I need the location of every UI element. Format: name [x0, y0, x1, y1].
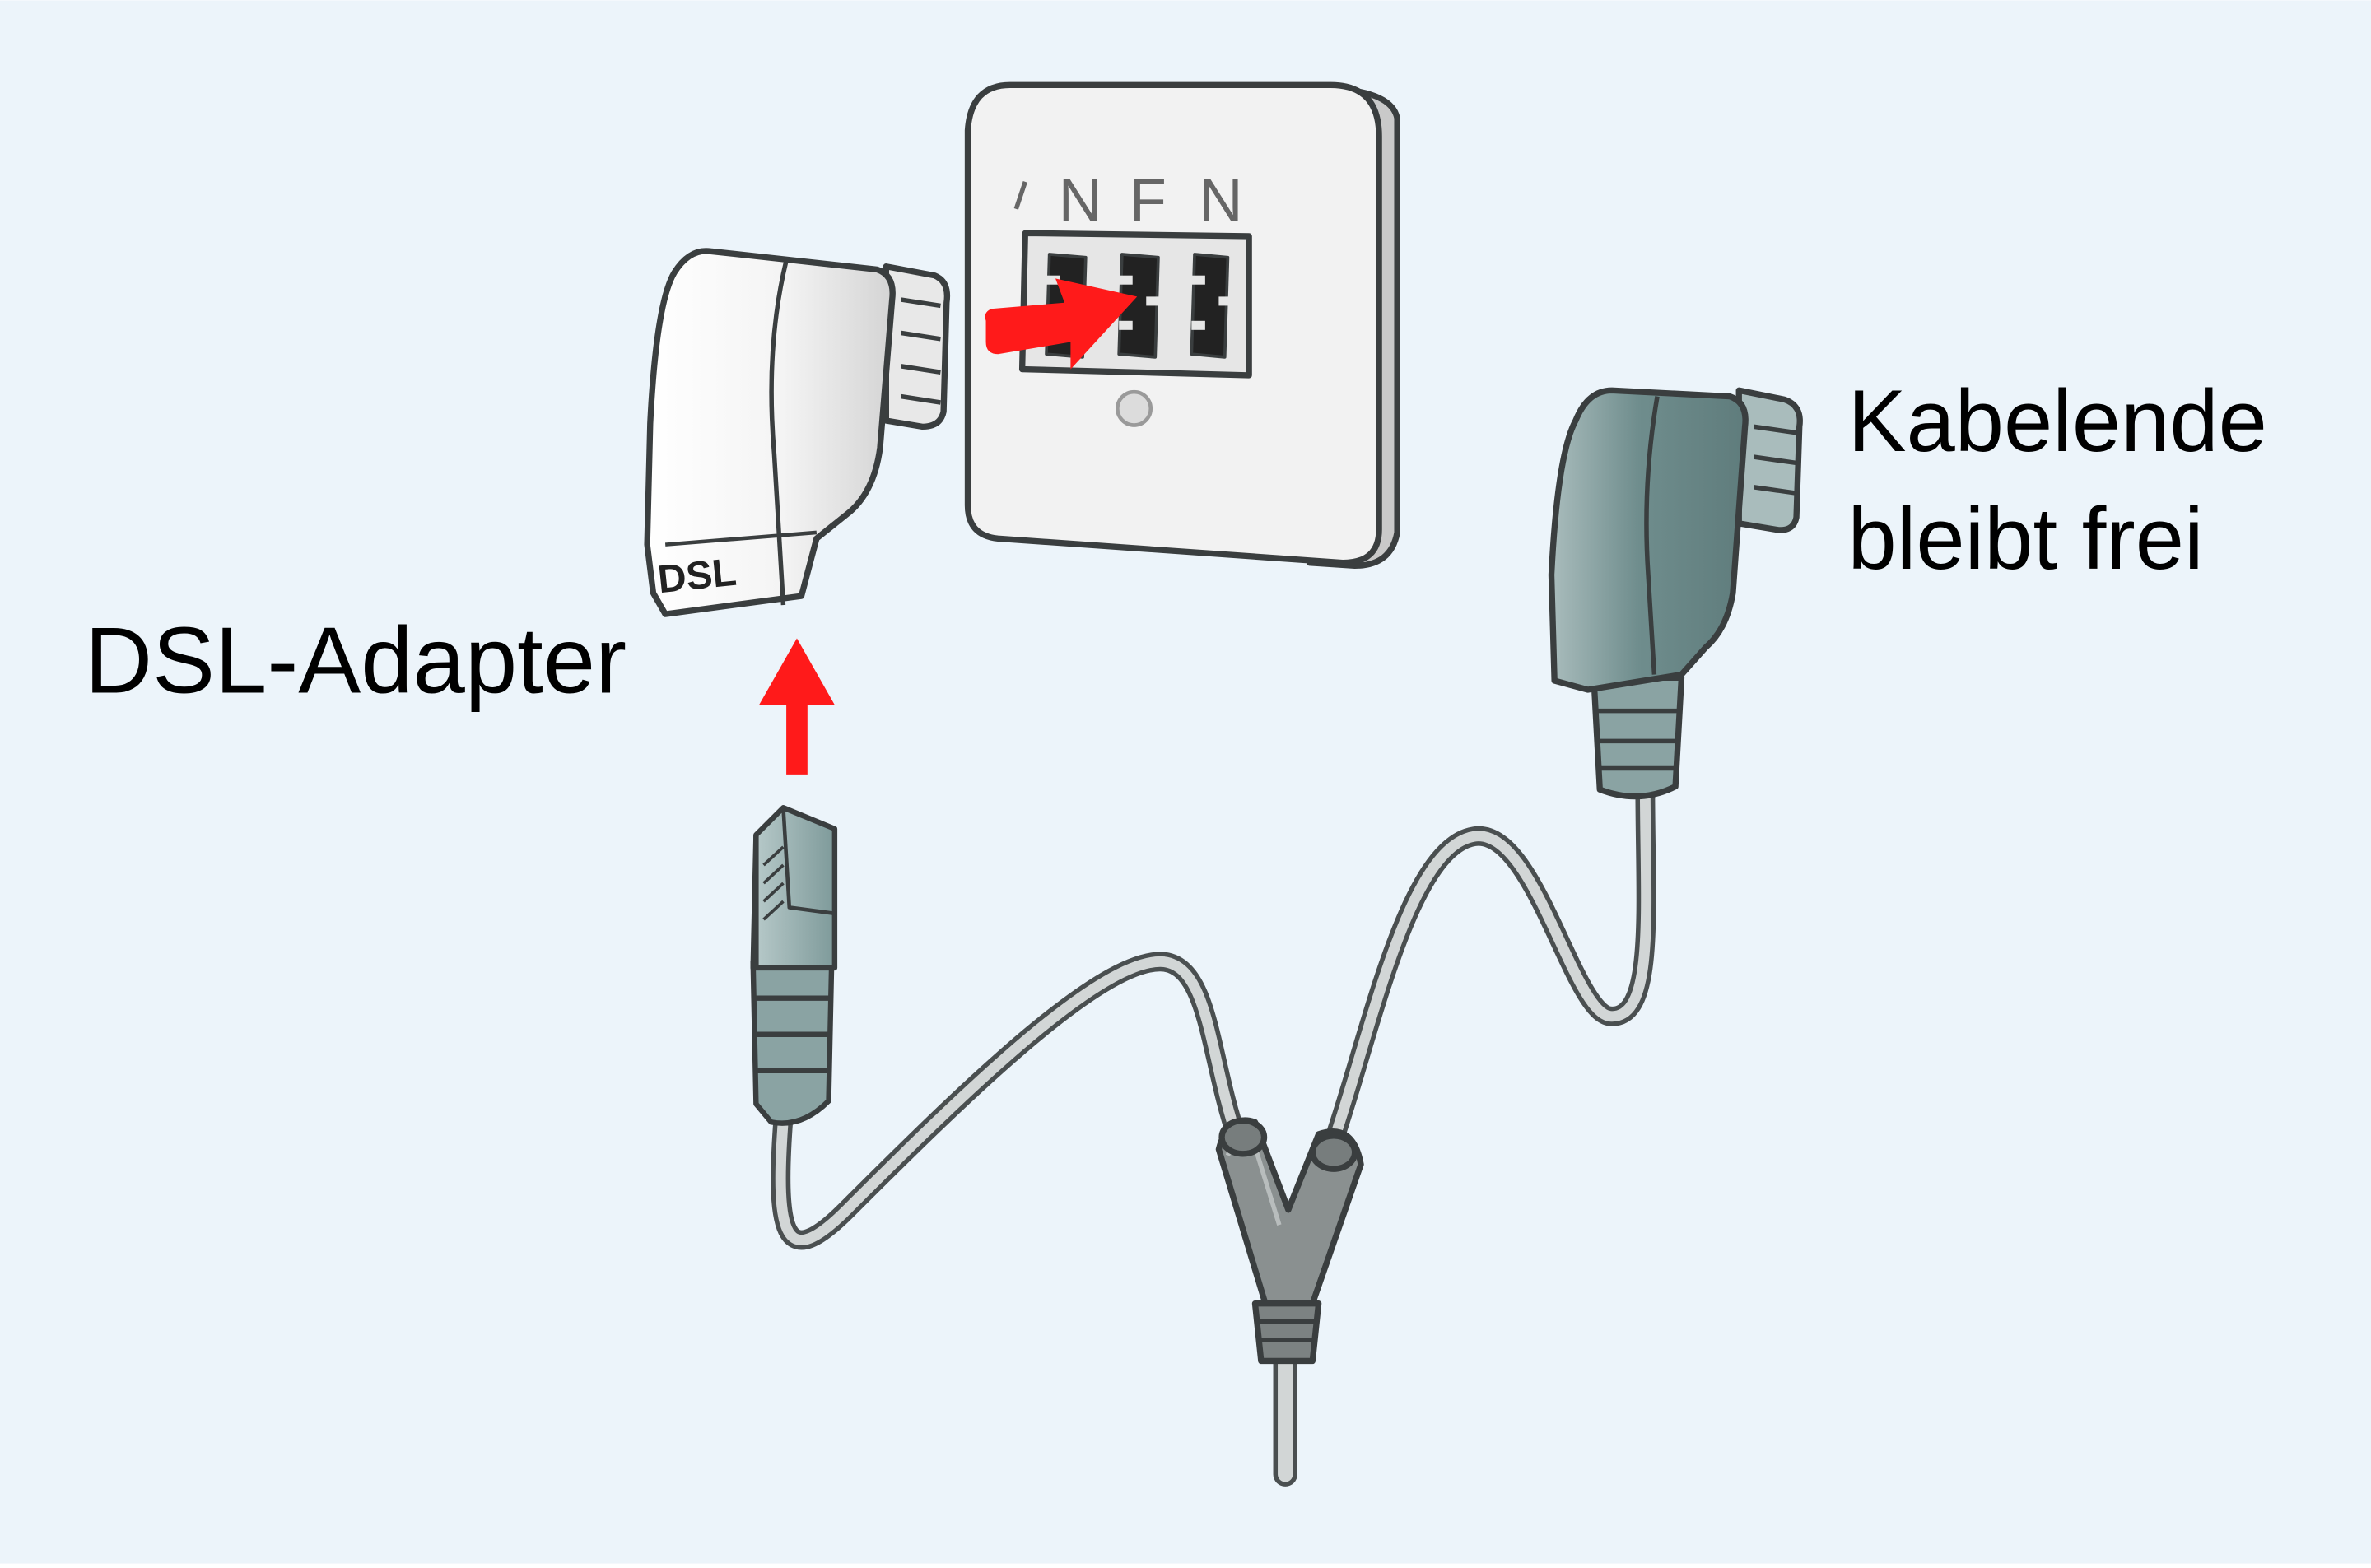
arrow-up-icon	[759, 638, 835, 775]
socket-screw	[1116, 389, 1153, 427]
adapter-dsl-mark: DSL	[655, 551, 738, 603]
cable-end-label-line1: Kabelende	[1847, 372, 2266, 470]
tae-plug-free-end	[1548, 387, 1803, 800]
dsl-adapter-label: DSL-Adapter	[85, 609, 627, 714]
cable-splitter	[1215, 1117, 1364, 1365]
socket-port-label-1: N	[1059, 166, 1102, 235]
tae-wall-socket: N F N	[964, 81, 1400, 570]
cable-end-label-line2: bleibt frei	[1847, 490, 2203, 588]
arrow-right-icon	[985, 278, 1138, 370]
socket-port-n-right	[1190, 253, 1230, 359]
dsl-adapter-plug: DSL	[644, 248, 951, 617]
rj45-plug	[750, 805, 838, 1126]
socket-port-label-3: N	[1199, 166, 1243, 235]
y-cable	[771, 776, 1656, 1487]
socket-port-label-2: F	[1130, 166, 1167, 235]
